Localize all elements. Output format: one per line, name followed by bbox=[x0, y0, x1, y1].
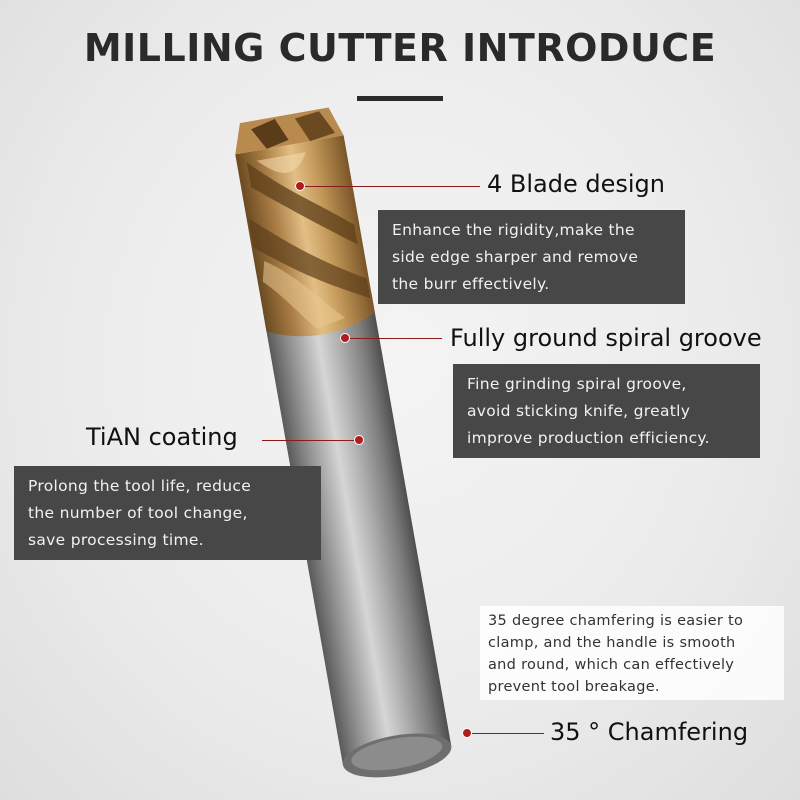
spiral-groove-label: Fully ground spiral groove bbox=[450, 324, 762, 352]
description-line: prevent tool breakage. bbox=[488, 679, 660, 695]
spiral-groove-leader-line bbox=[350, 338, 442, 339]
chamfering-marker bbox=[462, 728, 472, 738]
description-line: side edge sharper and remove bbox=[392, 248, 639, 266]
description-line: avoid sticking knife, greatly bbox=[467, 402, 691, 420]
page-title: MILLING CUTTER INTRODUCE bbox=[83, 26, 717, 70]
chamfering-label: 35 ° Chamfering bbox=[550, 718, 749, 746]
title-underline bbox=[357, 96, 443, 101]
blade-design-label: 4 Blade design bbox=[487, 170, 665, 198]
chamfering-leader-line bbox=[472, 733, 544, 734]
description-line: the burr effectively. bbox=[392, 275, 550, 293]
blade-design-marker bbox=[295, 181, 305, 191]
coating-description: Prolong the tool life, reduce the number… bbox=[14, 466, 321, 560]
spiral-groove-description: Fine grinding spiral groove, avoid stick… bbox=[453, 364, 760, 458]
blade-design-leader-line bbox=[305, 186, 480, 187]
description-line: Prolong the tool life, reduce bbox=[28, 477, 252, 495]
description-line: improve production efficiency. bbox=[467, 429, 710, 447]
description-line: the number of tool change, bbox=[28, 504, 248, 522]
blade-design-description: Enhance the rigidity,make the side edge … bbox=[378, 210, 685, 304]
coating-label: TiAN coating bbox=[86, 423, 238, 451]
description-line: clamp, and the handle is smooth bbox=[488, 635, 736, 651]
coating-marker bbox=[354, 435, 364, 445]
description-line: Enhance the rigidity,make the bbox=[392, 221, 635, 239]
description-line: save processing time. bbox=[28, 531, 204, 549]
spiral-groove-marker bbox=[340, 333, 350, 343]
tool-shank bbox=[263, 292, 452, 765]
chamfering-description: 35 degree chamfering is easier to clamp,… bbox=[480, 606, 784, 700]
description-line: 35 degree chamfering is easier to bbox=[488, 613, 744, 629]
description-line: Fine grinding spiral groove, bbox=[467, 375, 687, 393]
coating-leader-line bbox=[262, 440, 354, 441]
description-line: and round, which can effectively bbox=[488, 657, 735, 673]
